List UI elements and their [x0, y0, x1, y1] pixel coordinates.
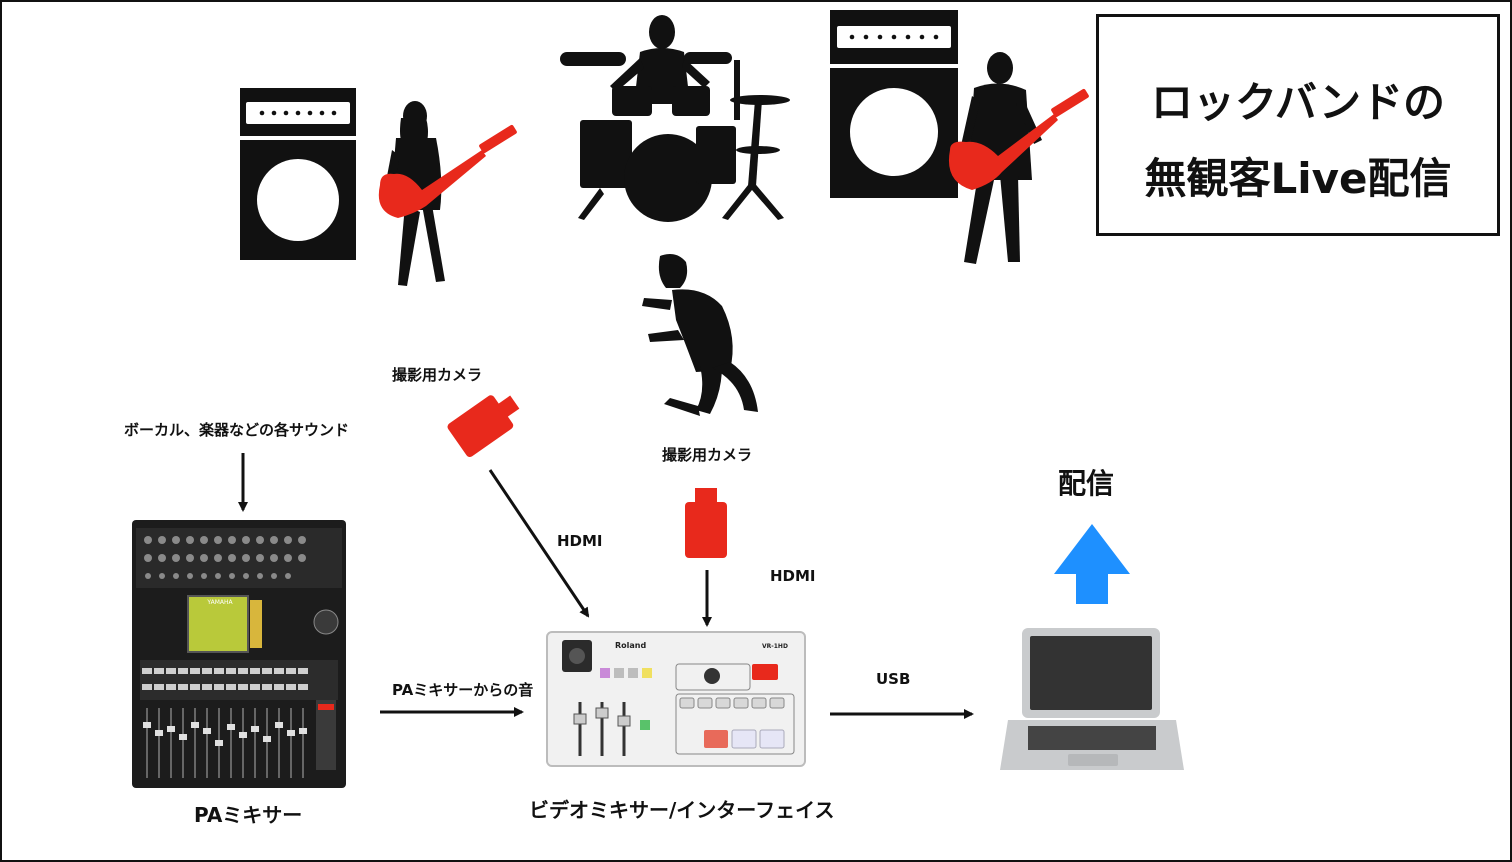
hdmi-left-label: HDMI: [557, 532, 603, 550]
hdmi-center-label: HDMI: [770, 567, 816, 585]
sound-source-label: ボーカル、楽器などの各サウンド: [124, 421, 350, 439]
laptop-icon: [1000, 628, 1184, 770]
title-line-1: ロックバンドの: [1150, 78, 1445, 127]
camera-left-label: 撮影用カメラ: [392, 366, 483, 384]
singer-icon: [642, 254, 758, 416]
pa-to-mixer-label: PAミキサーからの音: [392, 681, 534, 699]
mixer-icon-video: Roland VR-1HD: [546, 631, 806, 767]
pa-mixer-label: PAミキサー: [194, 803, 303, 827]
title-line-2: 無観客Live配信: [1144, 154, 1452, 203]
upload-arrow-icon: [1054, 524, 1130, 604]
amp-icon-left: [240, 88, 356, 260]
camera-center-label: 撮影用カメラ: [662, 446, 753, 464]
roland-brand-text: Roland: [615, 641, 646, 650]
drummer-icon: [560, 15, 790, 222]
roland-model-text: VR-1HD: [762, 643, 788, 650]
usb-label: USB: [876, 670, 911, 688]
arrow-camera-left-hdmi: [488, 469, 590, 618]
camera-icon-left: [447, 395, 520, 458]
title-box: ロックバンドの 無観客Live配信: [1096, 14, 1500, 236]
camera-icon-center: [685, 488, 727, 558]
video-mixer-label: ビデオミキサー/インターフェイス: [529, 798, 835, 822]
amp-icon-right: [830, 10, 958, 198]
stream-label: 配信: [1058, 467, 1115, 500]
guitarist-icon-right: [948, 52, 1089, 264]
yamaha-brand-text: YAMAHA: [206, 599, 233, 606]
mixer-icon-pa: YAMAHA: [132, 520, 346, 788]
arrows: [238, 453, 974, 719]
guitarist-icon-left: [378, 101, 517, 286]
